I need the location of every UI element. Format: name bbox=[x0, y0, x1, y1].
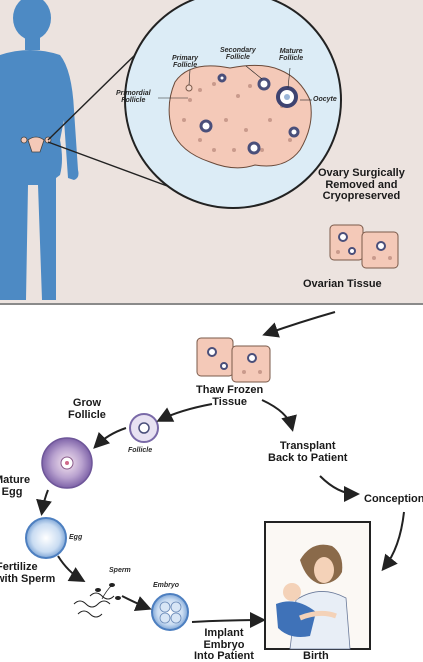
sperm-icon bbox=[73, 592, 115, 618]
conception-label: Conception bbox=[364, 493, 423, 505]
oocyte-label: Oocyte bbox=[313, 96, 337, 103]
birth-label: Birth bbox=[303, 650, 329, 662]
mother-and-baby-picture bbox=[264, 521, 371, 650]
sperm-label: Sperm bbox=[109, 567, 131, 574]
egg-label: Egg bbox=[69, 534, 83, 541]
ovary-tissue bbox=[168, 64, 312, 169]
mature-egg-label: Mature Egg bbox=[0, 474, 31, 498]
primary-follicle-dot bbox=[185, 84, 193, 92]
fertilize-with-sperm-label: Fertilize with Sperm bbox=[0, 561, 56, 585]
transplant-back-label: Transplant Back to Patient bbox=[268, 440, 348, 464]
primary-follicle-label: Primary Follicle bbox=[172, 55, 199, 70]
woman-silhouette bbox=[0, 0, 79, 300]
follicle-label: Follicle bbox=[128, 447, 153, 454]
ovary-removed-label: Ovary Surgically Removed and Cryopreserv… bbox=[318, 167, 405, 203]
thaw-frozen-tissue-label: Thaw Frozen Tissue bbox=[196, 384, 264, 408]
ovarian-tissue-label: Ovarian Tissue bbox=[303, 278, 382, 290]
primordial-follicles bbox=[182, 82, 292, 152]
secondary-follicle-label: Secondary Follicle bbox=[220, 47, 256, 62]
embryo bbox=[151, 593, 189, 631]
ovarian-tissue-pieces bbox=[329, 224, 399, 269]
mature-follicle-label: Mature Follicle bbox=[279, 48, 304, 63]
ovary-follicles bbox=[199, 73, 300, 155]
primordial-follicle-label: Primordial Follicle bbox=[116, 90, 151, 105]
embryo-label: Embryo bbox=[153, 582, 180, 589]
grow-follicle-label: Grow Follicle bbox=[68, 397, 106, 421]
thawed-tissue-pieces bbox=[196, 337, 271, 383]
egg bbox=[25, 517, 67, 559]
implant-embryo-label: Implant Embryo Into Patient bbox=[194, 627, 254, 662]
uterus-icon bbox=[20, 136, 52, 153]
